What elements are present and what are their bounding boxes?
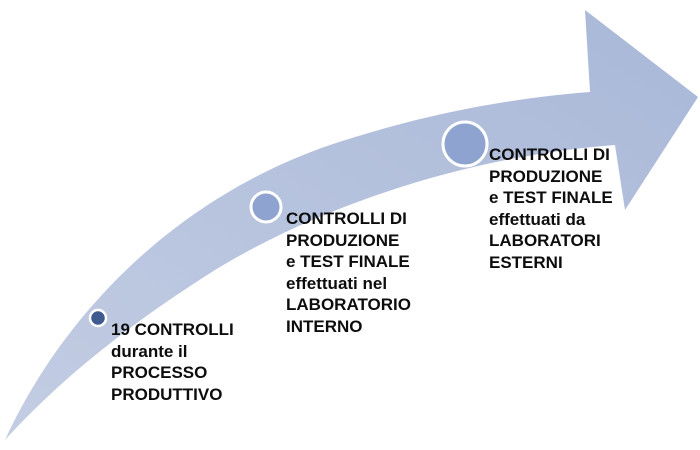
- step-1-label: 19 CONTROLLI durante il PROCESSO PRODUTT…: [111, 319, 234, 405]
- step-3-line: e TEST FINALE: [489, 188, 613, 207]
- step-2-label: CONTROLLI DI PRODUZIONE e TEST FINALE ef…: [286, 208, 411, 337]
- step-1-line: PROCESSO: [111, 363, 208, 382]
- step-1-line: 19 CONTROLLI: [111, 320, 234, 339]
- step-3-line: CONTROLLI DI: [489, 145, 610, 164]
- step-1-marker: [88, 308, 108, 328]
- step-2-line: LABORATORIO: [286, 295, 411, 314]
- step-2-line: INTERNO: [286, 316, 363, 336]
- step-3-line: ESTERNI: [489, 252, 563, 272]
- step-2-line: PRODUZIONE: [286, 230, 400, 250]
- step-2-line: effettuati nel: [286, 273, 388, 293]
- step-3-line: effettuati da: [489, 209, 586, 229]
- step-2-marker: [249, 190, 283, 224]
- step-1-line: PRODUTTIVO: [111, 384, 223, 404]
- step-3-line: LABORATORI: [489, 231, 601, 250]
- arrow-body: [5, 10, 698, 440]
- step-1-line: durante il: [111, 341, 188, 361]
- step-3-label: CONTROLLI DI PRODUZIONE e TEST FINALE ef…: [489, 144, 613, 273]
- step-3-line: PRODUZIONE: [489, 166, 603, 186]
- step-3-marker: [441, 120, 489, 168]
- step-2-line: CONTROLLI DI: [286, 209, 407, 228]
- step-2-line: e TEST FINALE: [286, 252, 410, 271]
